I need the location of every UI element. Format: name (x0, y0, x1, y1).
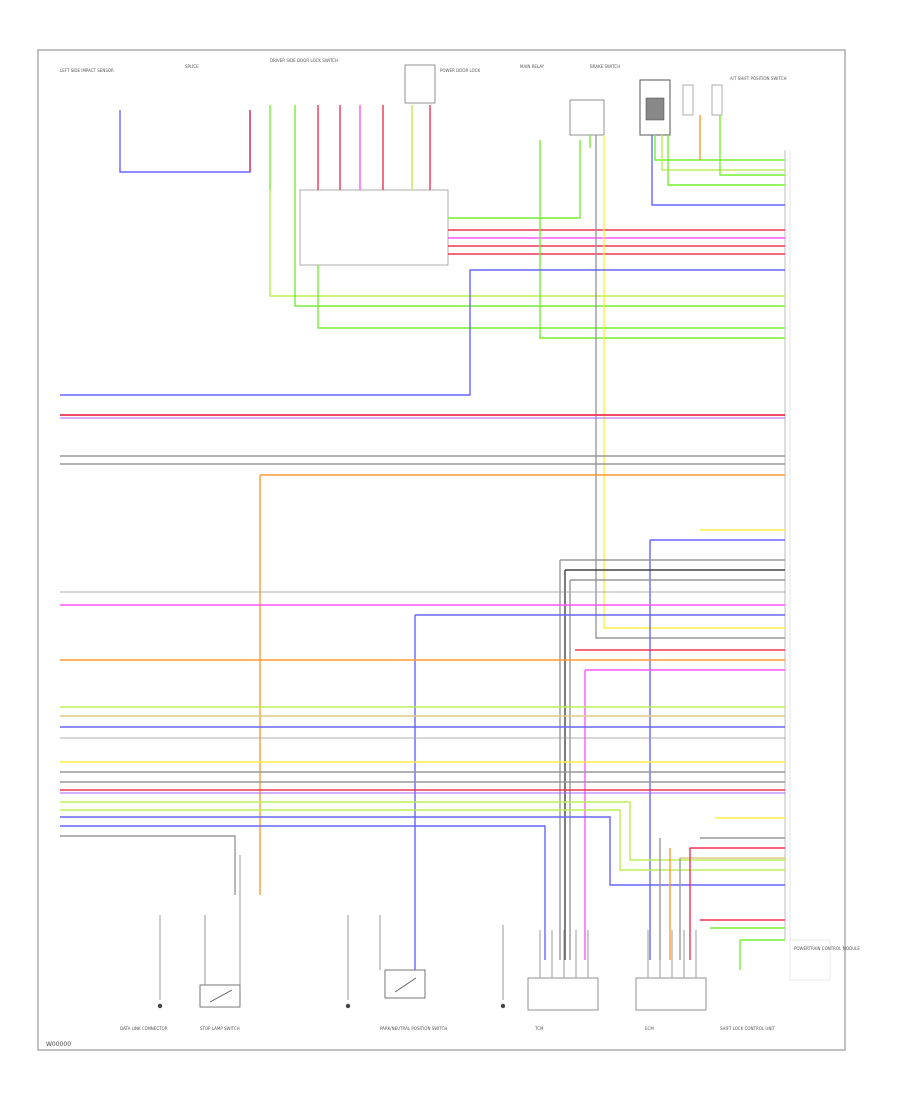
wire-0 (119, 110, 251, 173)
top-label-4: MAIN RELAY (520, 64, 545, 69)
bottom-label-5: SHIFT LOCK CONTROL UNIT (720, 1026, 775, 1031)
park-neutral-switch-box (384, 969, 426, 999)
wire-18 (539, 140, 785, 339)
brake-switch-box (569, 99, 605, 136)
wire-19 (654, 135, 785, 161)
wire-64 (60, 825, 546, 960)
main-relay-box (404, 64, 436, 104)
top-label-5: BRAKE SWITCH (590, 64, 620, 69)
footer-code: W00000 (46, 1041, 71, 1048)
bottom-label-2: PARK/NEUTRAL POSITION SWITCH (380, 1026, 447, 1031)
wire-22 (651, 135, 785, 206)
door-lock-splice-box (299, 189, 449, 266)
wire-65 (60, 835, 236, 895)
wire-24 (719, 115, 785, 176)
module-label-box (789, 939, 831, 981)
right-connector-module: POWERTRAIN CONTROL MODULE (784, 150, 860, 981)
ground-point-1 (157, 1003, 163, 1009)
diagram-frame (37, 49, 846, 1051)
wire-20 (661, 135, 785, 171)
wire-10 (448, 140, 581, 219)
tcm-box (527, 977, 599, 1011)
ground-point-3 (500, 1003, 506, 1009)
wire-15 (269, 190, 785, 297)
top-label-3: POWER DOOR LOCK (440, 68, 481, 73)
bottom-label-3: TCM (534, 1026, 544, 1031)
shift-position-switch-connector (645, 97, 665, 121)
wire-61 (60, 801, 785, 861)
top-label-2: DRIVER SIDE DOOR LOCK SWITCH (270, 58, 338, 63)
top-label-6: A/T SHIFT POSITION SWITCH (730, 76, 786, 81)
wires (60, 105, 785, 1000)
wire-17 (317, 265, 785, 329)
wire-16 (294, 190, 785, 307)
wire-62 (60, 809, 785, 871)
wire-25 (603, 135, 785, 629)
ecm-box (635, 977, 707, 1011)
bottom-label-1: STOP LAMP SWITCH (200, 1026, 240, 1031)
top-label-1: SPLICE (185, 64, 199, 69)
wire-26 (595, 135, 785, 639)
top-components: LEFT SIDE IMPACT SENSOR SPLICE DRIVER SI… (60, 58, 786, 266)
top-label-0: LEFT SIDE IMPACT SENSOR (60, 68, 114, 73)
bottom-label-0: DATA LINK CONNECTOR (120, 1026, 168, 1031)
wire-28 (60, 269, 785, 396)
bottom-label-4: ECM (645, 1026, 654, 1031)
stop-lamp-switch-box (199, 984, 241, 1008)
wire-63 (60, 816, 785, 886)
module-label: POWERTRAIN CONTROL MODULE (794, 946, 860, 951)
ground-point-2 (345, 1003, 351, 1009)
bottom-components: DATA LINK CONNECTOR STOP LAMP SWITCH PAR… (120, 969, 775, 1031)
wire-21 (667, 135, 785, 186)
